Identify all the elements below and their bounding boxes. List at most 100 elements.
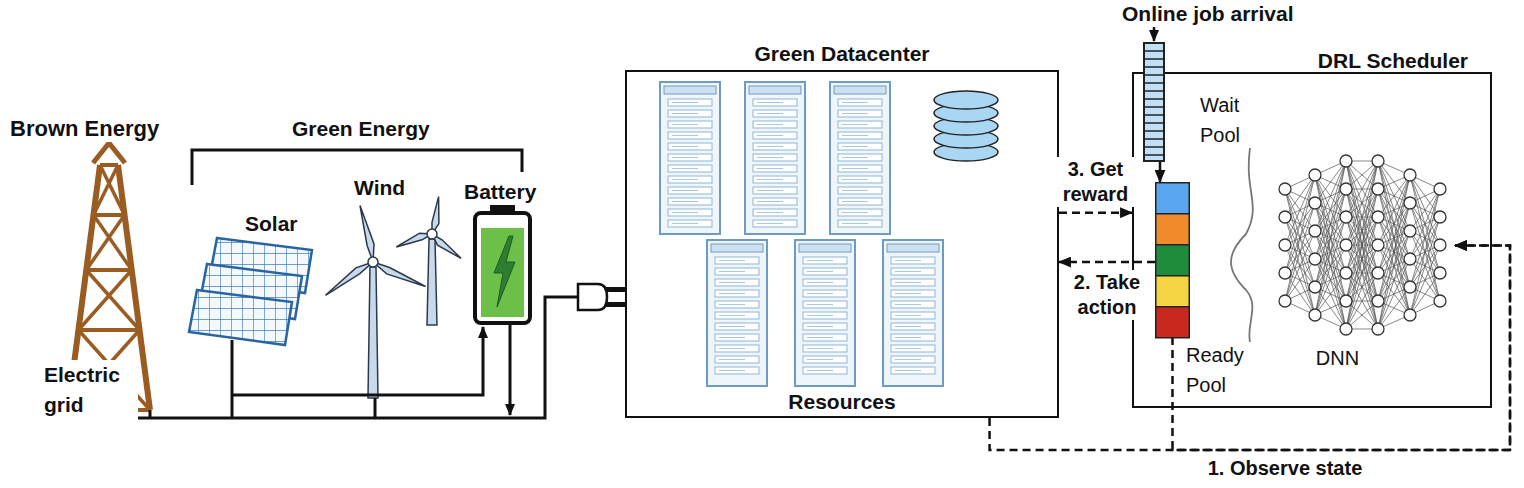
rack-slot xyxy=(803,312,847,319)
rack-slot-line xyxy=(672,146,698,147)
network-link xyxy=(1285,175,1315,301)
network-unit xyxy=(1279,211,1291,223)
rack-slot-line xyxy=(842,190,868,191)
server-rack xyxy=(883,240,943,386)
network-link xyxy=(1285,259,1315,301)
queue-slot xyxy=(1144,50,1164,52)
rack-slot xyxy=(715,268,759,275)
rack-slot-line xyxy=(842,113,868,114)
rack-slot xyxy=(668,176,712,183)
server-rack xyxy=(660,82,720,234)
rack-slot-line xyxy=(842,168,868,169)
tower-brace xyxy=(78,270,131,330)
rack-header xyxy=(834,86,886,94)
queue-shape xyxy=(1143,42,1165,162)
rack-slot xyxy=(803,345,847,352)
rack-slot xyxy=(803,279,847,286)
rack-slot xyxy=(668,198,712,205)
rack-slot xyxy=(715,301,759,308)
rack-slot xyxy=(668,209,712,216)
network-unit xyxy=(1340,211,1352,223)
rack-slot-line xyxy=(719,326,745,327)
flow-arrow xyxy=(1159,162,1162,182)
network-unit xyxy=(1372,211,1384,223)
text-label: Green Energy xyxy=(290,116,432,142)
turbine-pole xyxy=(368,267,378,398)
rack-slot-line xyxy=(807,370,833,371)
queue-slot xyxy=(1144,122,1164,124)
network-unit xyxy=(1434,267,1446,279)
rack-slot-line xyxy=(807,315,833,316)
rack-slot-line xyxy=(842,146,868,147)
rack-slot xyxy=(891,268,935,275)
edge-label: 1. Observe state xyxy=(1208,456,1363,481)
battery-body xyxy=(475,213,530,323)
rack-header xyxy=(749,86,801,94)
node-title: Green Datacenter xyxy=(627,42,1057,66)
rack-slot xyxy=(753,121,797,128)
rack-slot-line xyxy=(672,223,698,224)
rack-slot xyxy=(891,356,935,363)
server-rack xyxy=(830,82,890,234)
rack-slot xyxy=(668,99,712,106)
rack-slot-line xyxy=(895,359,921,360)
rack-slot-line xyxy=(672,135,698,136)
network-unit xyxy=(1279,295,1291,307)
rack-slot xyxy=(715,290,759,297)
queue-frame xyxy=(1144,43,1164,161)
rack-slot-line xyxy=(895,271,921,272)
network-link xyxy=(1346,161,1378,301)
rack-header xyxy=(664,86,716,94)
rack-header xyxy=(887,244,939,252)
rack-slot xyxy=(838,165,882,172)
rack-slot xyxy=(753,154,797,161)
network-link xyxy=(1315,203,1346,329)
network-link xyxy=(1378,175,1410,301)
flow-arrow xyxy=(1173,246,1511,451)
text-label: Online job arrival xyxy=(1120,1,1296,27)
rack-slot xyxy=(753,165,797,172)
rack-slot xyxy=(803,323,847,330)
rack-slot-line xyxy=(672,157,698,158)
network-unit xyxy=(1434,239,1446,251)
flow-arrow xyxy=(990,246,1510,451)
rack-frame xyxy=(660,82,720,234)
queue-slot xyxy=(1144,58,1164,60)
network-unit xyxy=(1340,183,1352,195)
text-label: Electric grid xyxy=(42,360,138,420)
rack-slot xyxy=(668,121,712,128)
rack-header xyxy=(711,244,763,252)
rack-slot-line xyxy=(672,113,698,114)
rack-slot xyxy=(715,323,759,330)
rack-slot-line xyxy=(895,293,921,294)
battery-charge xyxy=(481,228,524,317)
rack-slot xyxy=(891,279,935,286)
rack-slot xyxy=(803,367,847,374)
tower-bar xyxy=(86,268,131,272)
rack-slot-line xyxy=(842,223,868,224)
power-plug xyxy=(578,284,625,310)
rack-slot-line xyxy=(672,102,698,103)
rack-slot-line xyxy=(672,212,698,213)
grid-wire xyxy=(100,297,578,418)
rack-slot-line xyxy=(757,157,783,158)
node-title: Wait Pool xyxy=(1200,90,1256,150)
rack-frame xyxy=(830,82,890,234)
queue-slot xyxy=(1144,130,1164,132)
rack-slot xyxy=(891,334,935,341)
rack-slot-line xyxy=(807,260,833,261)
rack-slot-line xyxy=(807,348,833,349)
network-unit xyxy=(1279,239,1291,251)
turbine-pole xyxy=(427,239,437,325)
network-unit xyxy=(1279,183,1291,195)
text-label: Wind xyxy=(352,175,407,201)
rack-frame xyxy=(883,240,943,386)
rack-slot-line xyxy=(672,190,698,191)
ready-slot xyxy=(1156,183,1190,214)
node-title: Ready Pool xyxy=(1186,340,1264,400)
network-link xyxy=(1410,273,1440,315)
network-unit xyxy=(1372,267,1384,279)
node-caption: Resources xyxy=(627,390,1057,414)
network-unit xyxy=(1404,225,1416,237)
rack-slot xyxy=(891,301,935,308)
